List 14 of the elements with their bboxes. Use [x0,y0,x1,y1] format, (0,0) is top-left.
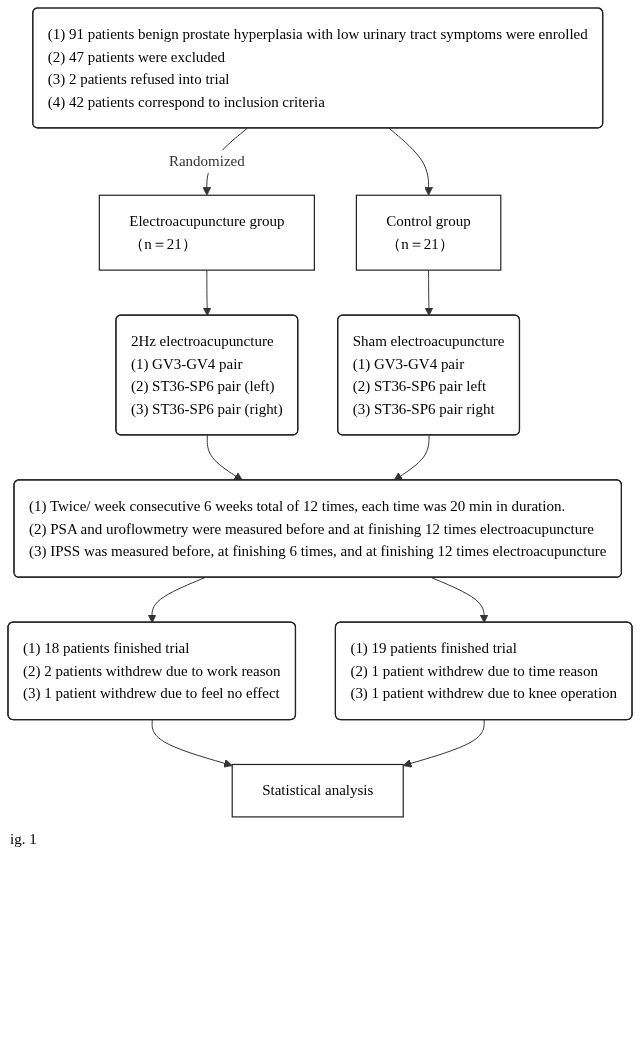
arrow [388,127,433,196]
edge-label: Randomized [168,153,245,170]
arrow [206,434,243,481]
arrow [431,577,489,624]
arrow [147,577,206,624]
figure-caption: ig. 1 [10,830,38,848]
arrow [402,719,485,768]
arrow [151,719,233,768]
node-box: Control group （n＝21） [355,194,502,271]
arrow [424,269,434,316]
node-box: Statistical analysis [231,763,404,818]
node-box: Electroacupuncture group （n＝21） [98,194,315,271]
arrow [202,269,212,316]
arrow [393,434,430,481]
